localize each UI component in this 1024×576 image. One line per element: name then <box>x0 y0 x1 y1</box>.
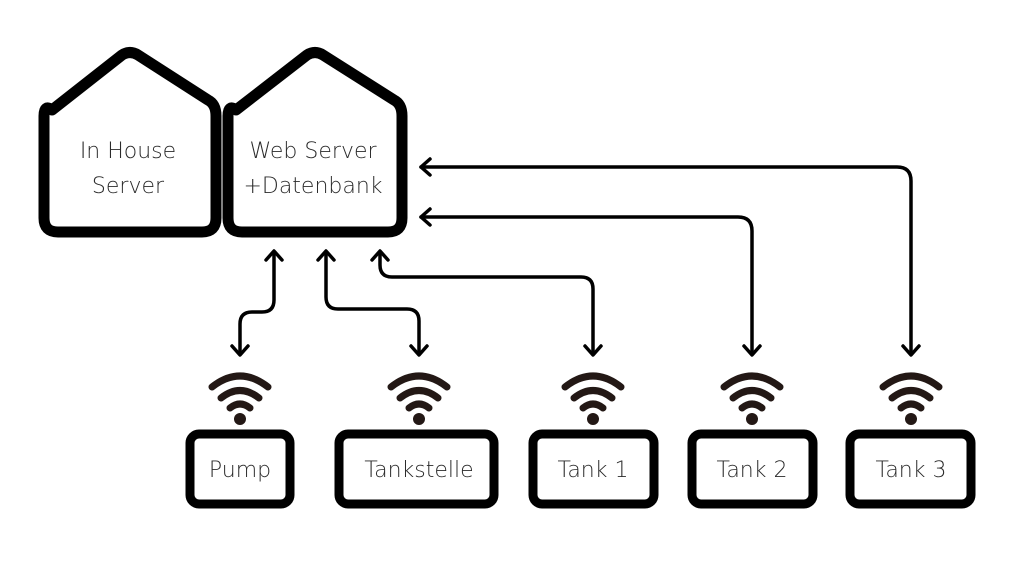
wifi-icon <box>561 372 625 425</box>
device-box <box>845 429 976 509</box>
connection-tank-3 <box>419 157 921 357</box>
device-tank-1: Tank 1 <box>528 372 659 509</box>
house-shape-in-house <box>38 47 222 238</box>
connection-pump <box>230 249 284 357</box>
arrowhead-left <box>419 157 432 177</box>
arrowhead-left <box>419 207 432 227</box>
device-label: Tank 1 <box>558 458 629 483</box>
device-box <box>528 429 659 509</box>
device-label: Tank 3 <box>876 458 947 483</box>
device-label: Tankstelle <box>364 458 473 483</box>
arrowhead-down <box>230 344 250 357</box>
device-label: Tank 2 <box>717 458 788 483</box>
device-box <box>687 429 818 509</box>
arrowhead-up <box>316 249 336 262</box>
web-server-label-line-1: Web Server <box>249 139 377 164</box>
in-house-server-label-line-2: Server <box>92 174 165 199</box>
wifi-icon <box>720 372 784 425</box>
device-label: Pump <box>209 458 271 483</box>
wifi-icon <box>208 372 272 425</box>
arrowhead-down <box>409 344 429 357</box>
arrowhead-down <box>583 344 603 357</box>
device-pump: Pump <box>185 372 295 509</box>
in-house-server-node: In House Server <box>38 47 222 238</box>
connection-tankstelle <box>316 249 429 357</box>
device-box <box>185 429 295 509</box>
device-box <box>334 429 499 509</box>
wifi-icon <box>879 372 943 425</box>
web-server-label-line-2: +Datenbank <box>243 174 382 199</box>
device-tank-2: Tank 2 <box>687 372 818 509</box>
in-house-server-label-line-1: In House <box>80 139 176 164</box>
connection-tank-1 <box>370 249 603 357</box>
arrowhead-up <box>264 249 284 262</box>
house-shape-web-server <box>222 47 408 238</box>
arrowhead-down <box>742 344 762 357</box>
wifi-icon <box>387 372 451 425</box>
web-server-node: Web Server +Datenbank <box>222 47 408 238</box>
device-tankstelle: Tankstelle <box>334 372 499 509</box>
device-tank-3: Tank 3 <box>845 372 976 509</box>
connection-tank-2 <box>419 207 762 357</box>
arrowhead-up <box>370 249 390 262</box>
arrowhead-down <box>901 344 921 357</box>
